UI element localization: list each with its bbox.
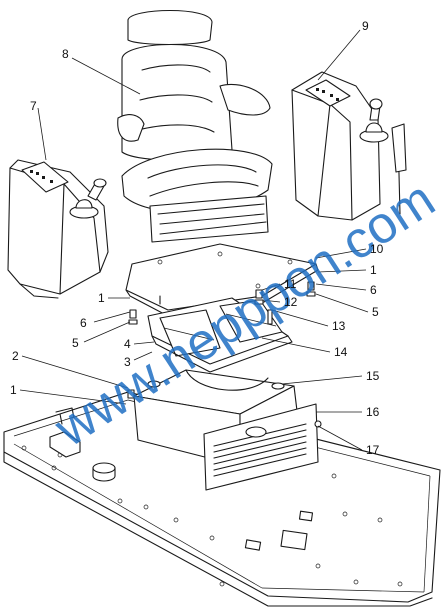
right-control-console	[291, 71, 407, 221]
callout-4: 4	[124, 337, 131, 351]
left-control-console	[7, 159, 109, 299]
callout-15: 15	[366, 369, 380, 383]
callout-11: 11	[284, 277, 297, 291]
callout-6-left: 6	[80, 316, 87, 330]
callout-9: 9	[362, 19, 369, 33]
callout-5-left: 5	[72, 336, 79, 350]
callout-leader-lines	[19, 29, 369, 451]
operator-seat	[117, 10, 273, 243]
floor-plate	[3, 391, 441, 607]
callout-7: 7	[30, 99, 37, 113]
fastener-hardware	[127, 281, 316, 399]
callout-6-right: 6	[370, 283, 377, 297]
callout-14: 14	[334, 345, 348, 359]
callout-3: 3	[124, 355, 131, 369]
callout-10: 10	[370, 242, 384, 256]
callout-12: 12	[284, 295, 298, 309]
callout-17: 17	[366, 443, 380, 457]
callout-1-top: 1	[98, 291, 105, 305]
callout-numbers: 1 6 5 2 1 4 3 7 8 9 10 1 6 5 11 12 13 14…	[10, 19, 384, 457]
callout-1-bottom: 1	[10, 383, 17, 397]
callout-2: 2	[12, 349, 19, 363]
seat-slide-rails	[147, 297, 293, 373]
grille-slots	[213, 423, 307, 477]
callout-8: 8	[62, 47, 69, 61]
front-grille-panel	[203, 403, 322, 491]
callout-13: 13	[332, 319, 346, 333]
callout-1-right: 1	[370, 263, 377, 277]
callout-5-right: 5	[372, 305, 379, 319]
callout-16: 16	[366, 405, 380, 419]
